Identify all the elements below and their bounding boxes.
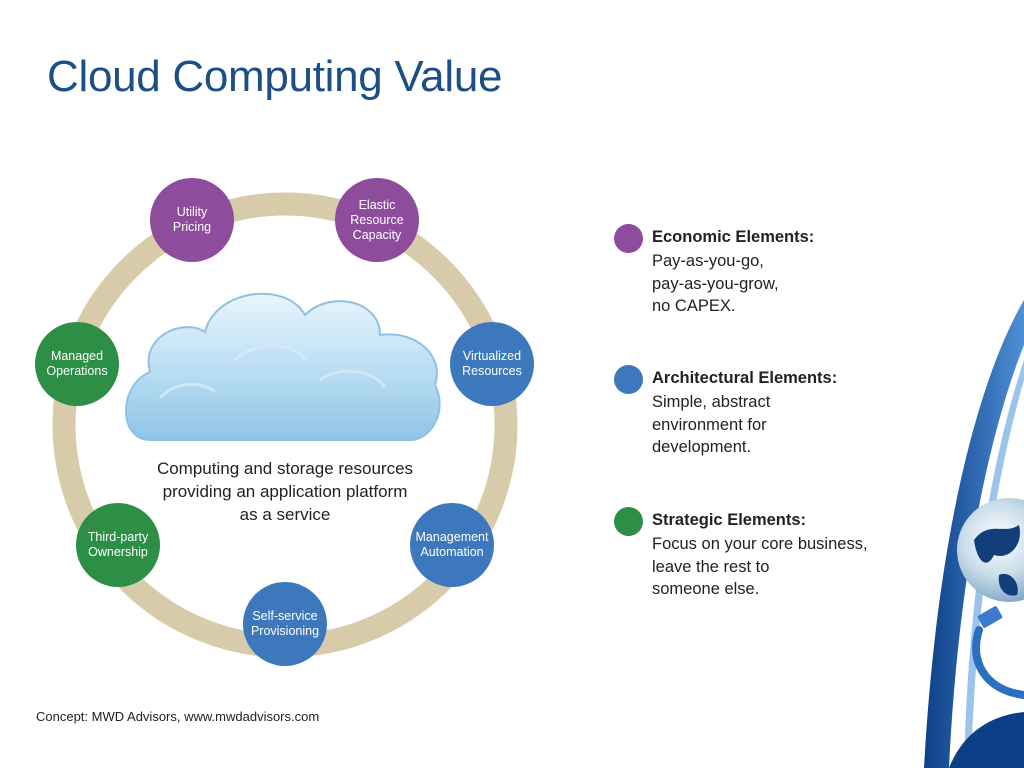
legend-text: Pay-as-you-go, pay-as-you-grow, no CAPEX…	[652, 252, 779, 315]
legend-title: Economic Elements:	[652, 228, 815, 246]
utility-pricing-bubble: Utility Pricing	[150, 178, 234, 262]
management-automation-bubble: Management Automation	[410, 503, 494, 587]
cloud-icon	[125, 292, 441, 441]
legend-title: Strategic Elements:	[652, 511, 807, 529]
legend-title: Architectural Elements:	[652, 369, 838, 387]
strategic-dot-icon	[614, 507, 643, 536]
page-title: Cloud Computing Value	[47, 52, 503, 101]
self-service-provisioning-bubble: Self-service Provisioning	[243, 582, 327, 666]
third-party-ownership-bubble: Third-party Ownership	[76, 503, 160, 587]
managed-operations-bubble: Managed Operations	[35, 322, 119, 406]
globe-network-decoration-icon	[924, 300, 1024, 768]
source-credit: Concept: MWD Advisors, www.mwdadvisors.c…	[36, 709, 320, 724]
legend-text: Focus on your core business, leave the r…	[652, 535, 868, 598]
architectural-dot-icon	[614, 365, 643, 394]
elastic-resource-capacity-bubble: Elastic Resource Capacity	[335, 178, 419, 262]
virtualized-resources-bubble: Virtualized Resources	[450, 322, 534, 406]
legend-text: Simple, abstract environment for develop…	[652, 393, 771, 456]
center-caption: Computing and storage resources providin…	[156, 459, 414, 524]
economic-dot-icon	[614, 224, 643, 253]
